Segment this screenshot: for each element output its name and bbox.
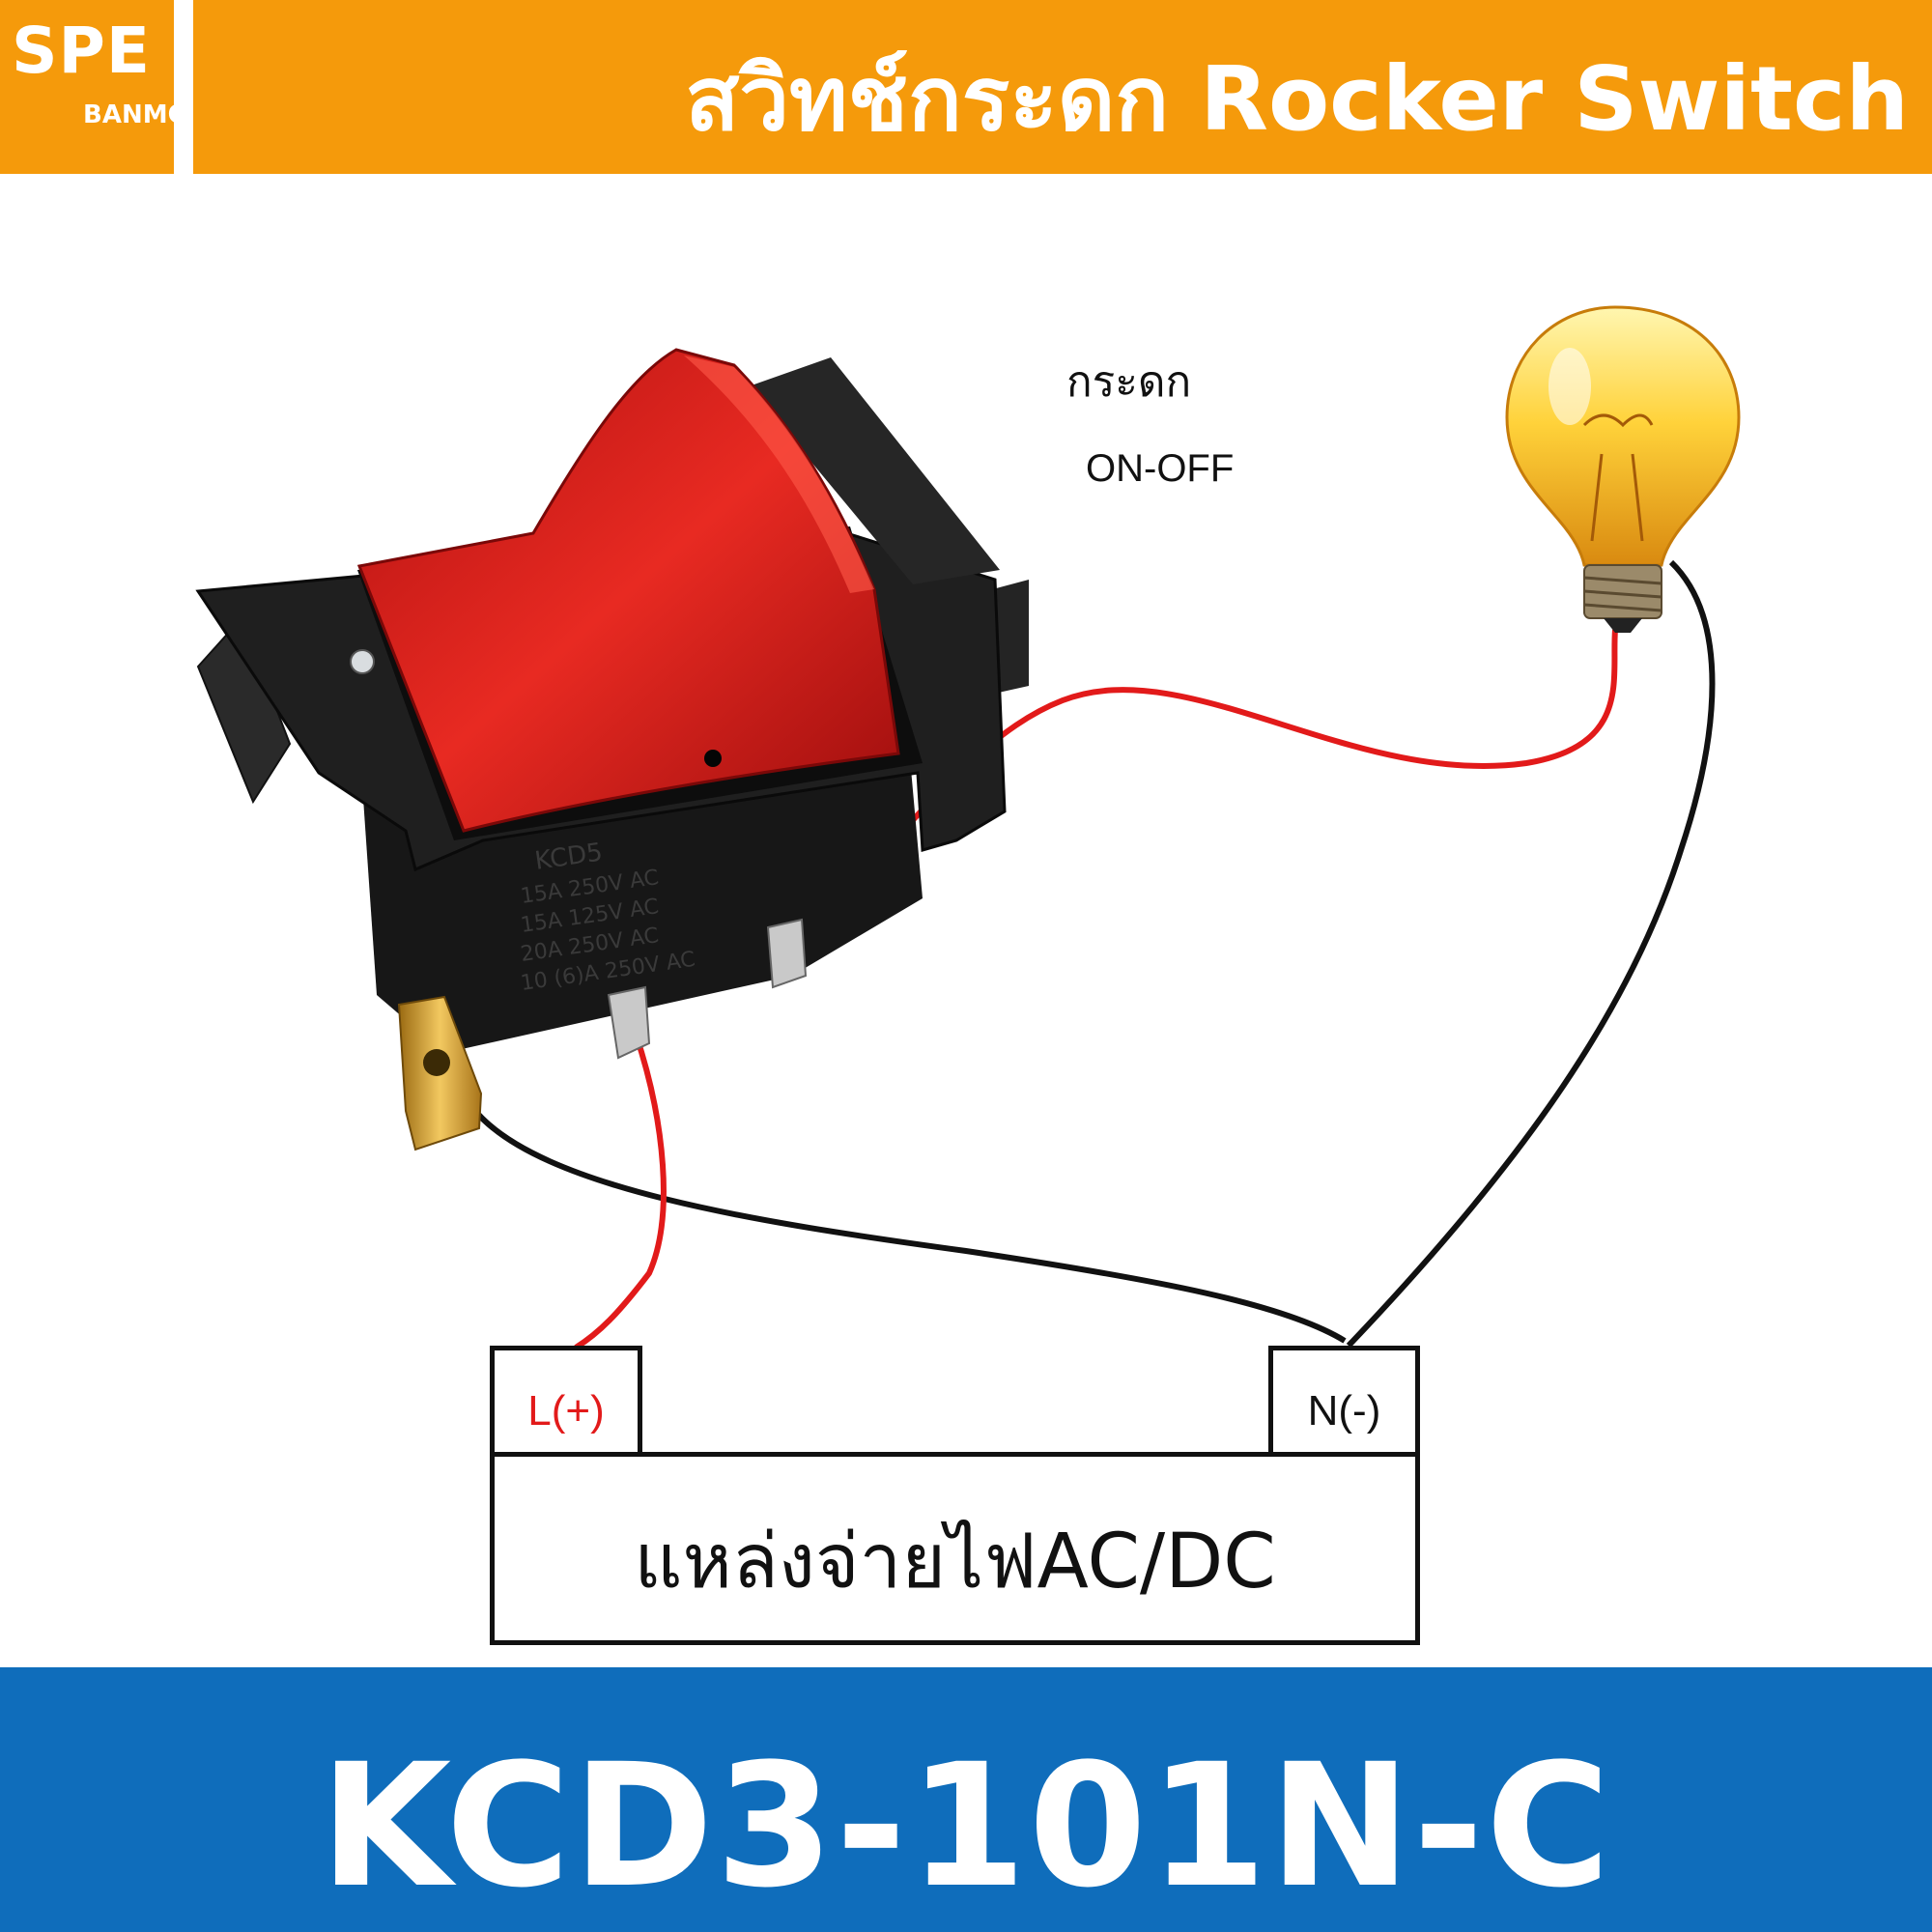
logo-main-text: SPE <box>12 14 151 88</box>
bulb-filament <box>1582 413 1654 542</box>
live-terminal-label: L(+) <box>527 1387 605 1435</box>
model-number: KCD3-101N-C <box>319 1727 1613 1925</box>
switch-hole <box>704 750 722 767</box>
bulb-base-threads <box>1583 576 1662 612</box>
bulb-shine <box>1548 348 1591 425</box>
bulb-contact <box>1604 618 1642 633</box>
pin-2 <box>607 985 651 1060</box>
page-title: สวิทช์กระดก Rocker Switch <box>685 47 1909 151</box>
brand-logo: SPE BANMOH <box>0 0 210 174</box>
on-off-label: ON-OFF <box>1086 447 1235 490</box>
neutral-terminal-label: N(-) <box>1307 1387 1381 1435</box>
header-banner: สวิทช์กระดก Rocker Switch <box>193 0 1932 174</box>
power-supply-box: แหล่งจ่ายไฟAC/DC <box>490 1452 1420 1645</box>
light-bulb-icon <box>1505 305 1741 633</box>
pin-3 <box>766 918 808 989</box>
black-wire-switch-to-neutral <box>472 1109 1347 1344</box>
rocker-paddle-highlight <box>684 355 874 593</box>
switch-top-bezel <box>749 357 1000 584</box>
power-supply-label: แหล่งจ่ายไฟAC/DC <box>634 1519 1276 1605</box>
live-terminal: L(+) <box>490 1346 642 1457</box>
black-wire-bulb-to-neutral <box>1346 559 1716 1349</box>
rocker-paddle <box>356 348 900 833</box>
rocker-label: กระดก <box>1066 357 1192 407</box>
footer-banner: KCD3-101N-C <box>0 1667 1932 1932</box>
rocker-switch-icon: KCD5 15A 250V AC 15A 125V AC 20A 250V AC… <box>195 348 1029 1151</box>
logo-sub-text: BANMOH <box>83 100 211 129</box>
neutral-terminal: N(-) <box>1268 1346 1420 1457</box>
bulb-glass <box>1505 305 1741 567</box>
pin-1-hole <box>423 1049 450 1076</box>
red-wire-supply-to-switch <box>574 1033 667 1350</box>
indicator-dot <box>350 649 375 674</box>
